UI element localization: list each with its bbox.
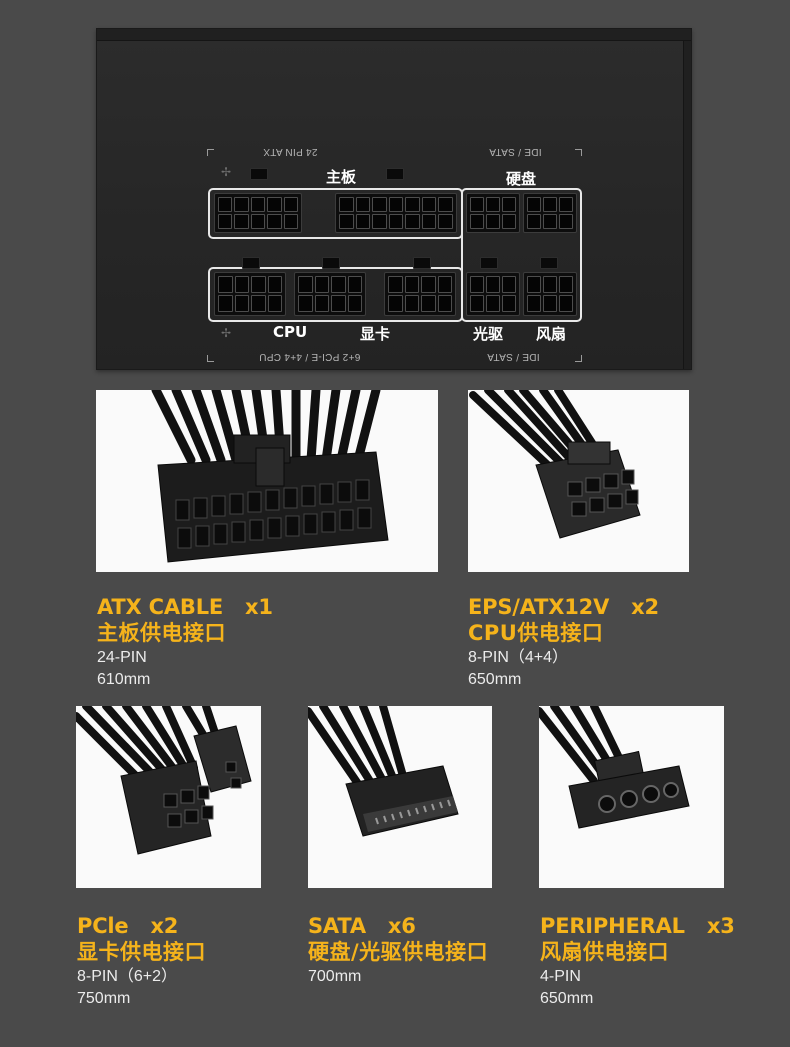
cable-name: ATX CABLE — [97, 595, 224, 619]
optical-drive-label: 光驱 — [473, 325, 504, 343]
cable-qty: x2 — [631, 595, 659, 619]
cable-name: EPS/ATX12V — [468, 595, 610, 619]
psu-modular-panel: ✢ ✢ 24 PIN ATX IDE / SATA 6+2 PCI-E / 4+… — [96, 28, 692, 370]
hdd-socket-b[interactable] — [523, 193, 577, 233]
cable-pins: 24-PIN — [97, 649, 147, 666]
hdd-socket-a[interactable] — [466, 193, 520, 233]
cable-qty: x3 — [706, 914, 735, 938]
ide-sata-bottom-label: IDE / SATA — [487, 351, 540, 362]
atx-cable-caption: ATX CABLE x1 主板供电接口 24-PIN 610mm — [97, 594, 273, 691]
cable-name: PERIPHERAL — [540, 914, 685, 938]
socket-latch — [480, 257, 498, 269]
eps-cable-caption: EPS/ATX12V x2 CPU供电接口 8-PIN（4+4） 650mm — [468, 594, 659, 691]
cable-length: 610mm — [97, 671, 151, 688]
corner-mark — [575, 355, 582, 362]
pcie-8pin-connector-photo — [76, 706, 261, 888]
cable-length: 650mm — [468, 671, 522, 688]
cable-subtitle: 风扇供电接口 — [540, 940, 669, 964]
cable-length: 650mm — [540, 990, 594, 1007]
fan-label: 风扇 — [536, 325, 567, 343]
atx-socket-10pin[interactable] — [214, 193, 302, 233]
pcie-cable-caption: PCle x2 显卡供电接口 8-PIN（6+2） 750mm — [77, 913, 206, 1010]
sata-connector-photo — [308, 706, 492, 888]
optical-socket[interactable] — [466, 272, 520, 316]
pcie-cpu-port-label: 6+2 PCI-E / 4+4 CPU — [259, 351, 361, 362]
cable-name: PCle — [77, 914, 129, 938]
sata-connector-icon — [308, 706, 459, 837]
cpu-label: CPU — [273, 323, 308, 341]
socket-latch — [322, 257, 340, 269]
cable-subtitle: 硬盘/光驱供电接口 — [308, 940, 489, 964]
cpu-socket-8pin[interactable] — [214, 272, 286, 316]
cable-qty: x2 — [150, 914, 179, 938]
atx-port-label: 24 PIN ATX — [263, 146, 318, 157]
socket-latch — [242, 257, 260, 269]
pcie-8pin-connector-icon — [76, 706, 252, 855]
pcie-socket-a[interactable] — [294, 272, 366, 316]
ide-sata-top-label: IDE / SATA — [489, 146, 542, 157]
socket-latch — [540, 257, 558, 269]
eps-8pin-connector-photo — [468, 390, 689, 572]
peripheral-cable-caption: PERIPHERAL x3 风扇供电接口 4-PIN 650mm — [540, 913, 735, 1010]
cable-length: 700mm — [308, 968, 362, 985]
cable-length: 750mm — [77, 990, 131, 1007]
socket-latch — [250, 168, 268, 180]
atx-socket-18pin[interactable] — [335, 193, 457, 233]
gpu-label: 显卡 — [360, 325, 391, 343]
corner-mark — [207, 355, 214, 362]
cable-subtitle: CPU供电接口 — [468, 621, 604, 645]
cable-qty: x1 — [245, 595, 273, 619]
cable-name: SATA — [308, 914, 366, 938]
peripheral-port-group — [461, 188, 582, 322]
cable-pins: 8-PIN（4+4） — [468, 649, 569, 666]
cable-subtitle: 主板供电接口 — [97, 621, 226, 645]
corner-mark — [207, 149, 214, 156]
eps-8pin-connector-icon — [469, 390, 641, 539]
socket-latch — [386, 168, 404, 180]
screw-icon: ✢ — [220, 165, 232, 179]
cable-pins: 8-PIN（6+2） — [77, 968, 178, 985]
atx-24pin-connector-icon — [151, 390, 389, 563]
mainboard-label: 主板 — [326, 168, 357, 186]
panel-top-rim — [97, 29, 691, 41]
fan-socket[interactable] — [523, 272, 577, 316]
cable-subtitle: 显卡供电接口 — [77, 940, 206, 964]
molex-4pin-connector-photo — [539, 706, 724, 888]
pcie-socket-b[interactable] — [384, 272, 456, 316]
panel-right-rim — [683, 41, 691, 369]
hdd-label: 硬盘 — [506, 170, 537, 188]
sata-cable-caption: SATA x6 硬盘/光驱供电接口 700mm — [308, 913, 488, 988]
molex-4pin-connector-icon — [539, 706, 690, 829]
screw-icon: ✢ — [220, 326, 232, 340]
cable-qty: x6 — [387, 914, 416, 938]
socket-latch — [413, 257, 431, 269]
cable-pins: 4-PIN — [540, 968, 581, 985]
corner-mark — [575, 149, 582, 156]
atx-24pin-connector-photo — [96, 390, 438, 572]
